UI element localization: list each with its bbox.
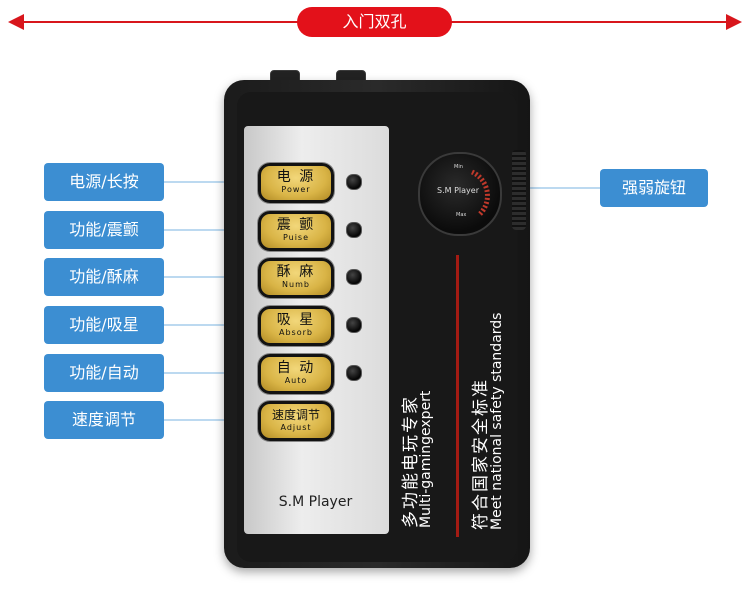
absorb-led (346, 317, 362, 333)
numb-button-label: 酥 麻 (276, 264, 316, 280)
knob-scale-icon (470, 169, 490, 216)
knob-brand-label: S.M Player (437, 186, 479, 195)
callout-auto: 功能/自动 (44, 354, 164, 392)
numb-button[interactable]: 酥 麻 Numb (258, 258, 334, 298)
safety-text-cn: 符合国家安全标准 (471, 378, 491, 530)
auto-button-sublabel: Auto (284, 376, 308, 385)
intensity-knob[interactable] (418, 152, 502, 236)
leader-pulse (164, 229, 258, 231)
power-button-label: 电 源 (276, 169, 316, 185)
function-text-en: Multi-gamingexpert (418, 390, 434, 528)
auto-button[interactable]: 自 动 Auto (258, 354, 334, 394)
leader-adjust (164, 419, 258, 421)
leader-auto (164, 372, 258, 374)
callout-pulse: 功能/震颤 (44, 211, 164, 249)
leader-power (164, 181, 258, 183)
arrow-right-icon (726, 14, 742, 30)
pulse-button-label: 震 颤 (276, 217, 316, 233)
pulse-led (346, 222, 362, 238)
red-stripe (456, 255, 459, 537)
absorb-button-label: 吸 星 (276, 312, 316, 328)
pulse-button-sublabel: Puise (282, 233, 310, 242)
callout-numb: 功能/酥麻 (44, 258, 164, 296)
absorb-button-sublabel: Absorb (279, 328, 313, 337)
auto-button-label: 自 动 (276, 360, 316, 376)
power-button[interactable]: 电 源 Power (258, 163, 334, 203)
adjust-button[interactable]: 速度调节 Adjust (258, 401, 334, 441)
callout-knob: 强弱旋钮 (600, 169, 708, 207)
auto-led (346, 365, 362, 381)
numb-button-sublabel: Numb (282, 280, 310, 289)
numb-led (346, 269, 362, 285)
callout-absorb: 功能/吸星 (44, 306, 164, 344)
power-led (346, 174, 362, 190)
banner-label: 入门双孔 (297, 7, 452, 37)
knob-max-label: Max (456, 212, 467, 218)
arrow-left-icon (8, 14, 24, 30)
leader-numb (164, 276, 258, 278)
pulse-button[interactable]: 震 颤 Puise (258, 211, 334, 251)
power-button-sublabel: Power (281, 185, 311, 194)
safety-text-en: Meet national safety standards (489, 312, 505, 530)
absorb-button[interactable]: 吸 星 Absorb (258, 306, 334, 346)
adjust-button-sublabel: Adjust (280, 423, 312, 432)
leader-absorb (164, 324, 258, 326)
leader-knob (520, 187, 600, 189)
callout-power: 电源/长按 (44, 163, 164, 201)
knob-min-label: Min (454, 164, 463, 170)
knob-wheel[interactable] (512, 150, 526, 230)
callout-adjust: 速度调节 (44, 401, 164, 439)
brand-label: S.M Player (278, 494, 353, 510)
adjust-button-label: 速度调节 (271, 408, 320, 422)
